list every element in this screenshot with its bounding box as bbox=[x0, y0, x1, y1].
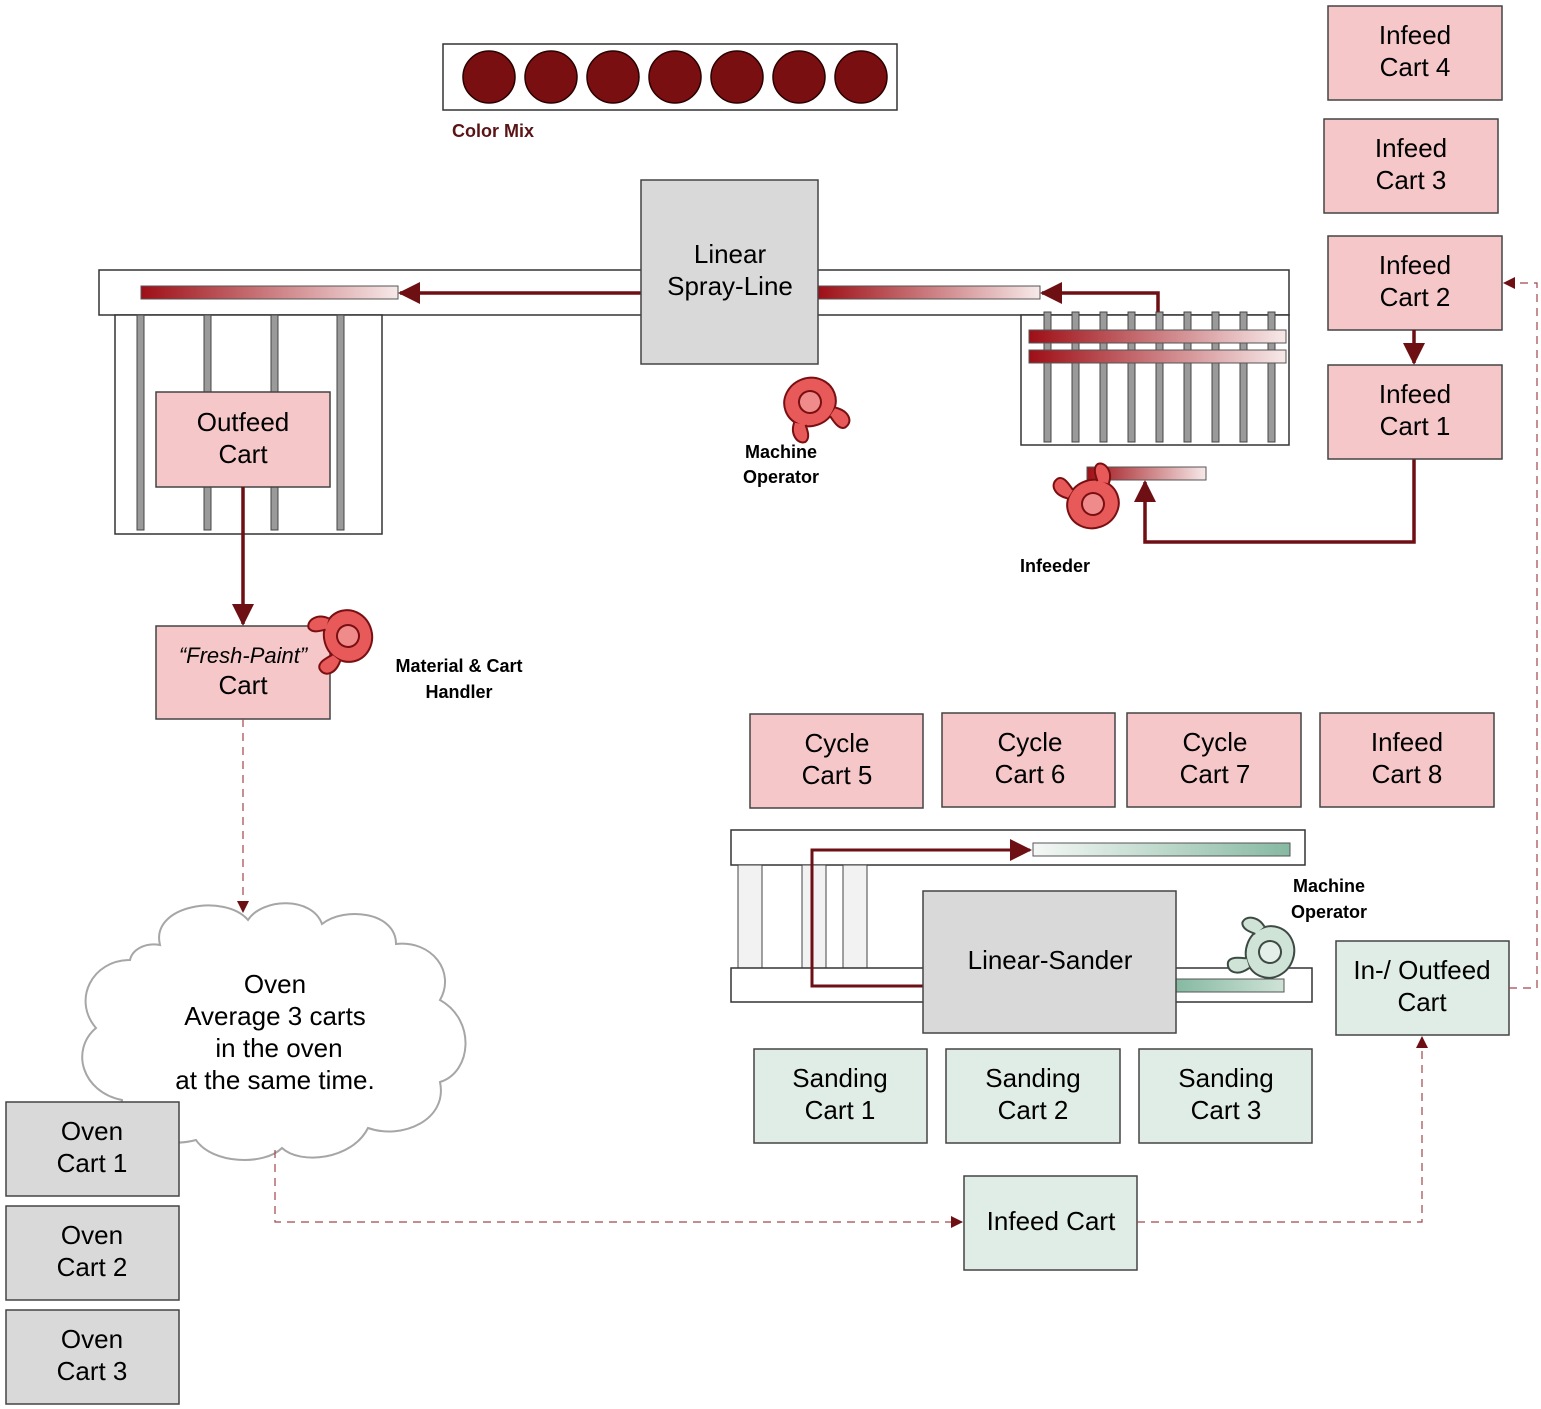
in-outfeed-cart-line1: In-/ Outfeed bbox=[1353, 955, 1490, 985]
cycle-cart-6: Cycle Cart 6 bbox=[941, 712, 1116, 808]
infeeder-station: Infeeder bbox=[1020, 458, 1416, 576]
infeed-cart-3: Infeed Cart 3 bbox=[1323, 118, 1499, 214]
color-dot bbox=[772, 50, 826, 104]
cycle-cart-7-line2: Cart 7 bbox=[1180, 759, 1251, 789]
sanding-cart-3-line2: Cart 3 bbox=[1191, 1095, 1262, 1125]
sanding-cart-3: Sanding Cart 3 bbox=[1138, 1048, 1313, 1144]
in-outfeed-cart: In-/ Outfeed Cart bbox=[1335, 940, 1510, 1036]
infeed-cart-1: Infeed Cart 1 bbox=[1327, 364, 1503, 460]
infeeder-label: Infeeder bbox=[1020, 556, 1090, 576]
oven-cart-2: Oven Cart 2 bbox=[5, 1205, 180, 1301]
color-mix-panel: Color Mix bbox=[442, 43, 898, 141]
outfeed-cart-line1: Outfeed bbox=[197, 407, 290, 437]
cycle-cart-7-line1: Cycle bbox=[1182, 727, 1247, 757]
machine-operator-top: Machine Operator bbox=[743, 367, 853, 487]
infeed-cart-4-line1: Infeed bbox=[1379, 20, 1451, 50]
spray-line-machine: Linear Spray-Line bbox=[640, 179, 819, 365]
fresh-paint-cart: “Fresh-Paint” Cart bbox=[155, 625, 331, 720]
outfeed-to-infeed2-arrow bbox=[1503, 277, 1538, 989]
color-dot bbox=[462, 50, 516, 104]
oven-cloud: Oven Average 3 carts in the oven at the … bbox=[81, 902, 467, 1161]
sander-label: Linear-Sander bbox=[968, 945, 1133, 975]
material-handler-line2: Handler bbox=[425, 682, 492, 702]
infeed-cart-8-line2: Cart 8 bbox=[1372, 759, 1443, 789]
infeed-cart-1-line1: Infeed bbox=[1379, 379, 1451, 409]
infeed-cart-2: Infeed Cart 2 bbox=[1327, 235, 1503, 331]
oven-cart-1: Oven Cart 1 bbox=[5, 1101, 180, 1197]
sanding-cart-1-line1: Sanding bbox=[792, 1063, 887, 1093]
infeed-cart-3-line2: Cart 3 bbox=[1376, 165, 1447, 195]
oven-cart-2-line1: Oven bbox=[61, 1220, 123, 1250]
machine-operator-bottom-line2: Operator bbox=[1291, 902, 1367, 922]
machine-operator-top-line1: Machine bbox=[745, 442, 817, 462]
operator-icon bbox=[776, 367, 853, 446]
cycle-cart-6-line2: Cart 6 bbox=[995, 759, 1066, 789]
linear-sander: Linear-Sander bbox=[922, 890, 1177, 1034]
material-handler: Material & Cart Handler bbox=[305, 603, 523, 702]
cycle-cart-5-line1: Cycle bbox=[804, 728, 869, 758]
fresh-paint-cart-line2: Cart bbox=[218, 670, 268, 700]
infeed-rack bbox=[1020, 311, 1290, 446]
infeed-cart-8: Infeed Cart 8 bbox=[1319, 712, 1495, 808]
oven-line4: at the same time. bbox=[175, 1065, 374, 1095]
sanding-cart-3-line1: Sanding bbox=[1178, 1063, 1273, 1093]
color-dot bbox=[524, 50, 578, 104]
infeed-cart-bottom: Infeed Cart bbox=[963, 1175, 1138, 1271]
sanding-cart-2-line2: Cart 2 bbox=[998, 1095, 1069, 1125]
oven-cart-3-line2: Cart 3 bbox=[57, 1356, 128, 1386]
oven-cart-2-line2: Cart 2 bbox=[57, 1252, 128, 1282]
oven-cart-3: Oven Cart 3 bbox=[5, 1309, 180, 1405]
oven-cart-1-line2: Cart 1 bbox=[57, 1148, 128, 1178]
infeed-to-outfeed-arrow bbox=[1137, 1036, 1428, 1223]
color-mix-dots bbox=[462, 50, 888, 104]
color-mix-label: Color Mix bbox=[452, 121, 534, 141]
cycle-cart-5-line2: Cart 5 bbox=[802, 760, 873, 790]
sanding-cart-2: Sanding Cart 2 bbox=[945, 1048, 1121, 1144]
fresh-paint-cart-line1: “Fresh-Paint” bbox=[179, 643, 309, 668]
color-dot bbox=[586, 50, 640, 104]
spray-line-label-line1: Linear bbox=[694, 239, 767, 269]
cycle-cart-5: Cycle Cart 5 bbox=[749, 713, 924, 809]
infeed-cart-4-line2: Cart 4 bbox=[1380, 52, 1451, 82]
infeed-cart-1-line2: Cart 1 bbox=[1380, 411, 1451, 441]
machine-operator-bottom-line1: Machine bbox=[1293, 876, 1365, 896]
color-dot bbox=[834, 50, 888, 104]
infeed-cart-3-line1: Infeed bbox=[1375, 133, 1447, 163]
color-dot bbox=[710, 50, 764, 104]
oven-line1: Oven bbox=[244, 969, 306, 999]
oven-line3: in the oven bbox=[215, 1033, 342, 1063]
oven-line2: Average 3 carts bbox=[184, 1001, 366, 1031]
spray-line-label-line2: Spray-Line bbox=[667, 271, 793, 301]
cycle-cart-6-line1: Cycle bbox=[997, 727, 1062, 757]
infeed-cart-2-line2: Cart 2 bbox=[1380, 282, 1451, 312]
outfeed-cart: Outfeed Cart bbox=[155, 391, 331, 488]
infeed-cart-2-line1: Infeed bbox=[1379, 250, 1451, 280]
oven-cart-1-line1: Oven bbox=[61, 1116, 123, 1146]
color-dot bbox=[648, 50, 702, 104]
machine-operator-bottom: Machine Operator bbox=[1224, 876, 1367, 991]
infeed-cart-4: Infeed Cart 4 bbox=[1327, 5, 1503, 101]
material-handler-line1: Material & Cart bbox=[395, 656, 522, 676]
infeed-cart-8-line1: Infeed bbox=[1371, 727, 1443, 757]
oven-cart-3-line1: Oven bbox=[61, 1324, 123, 1354]
in-outfeed-cart-line2: Cart bbox=[1397, 987, 1447, 1017]
sanding-cart-1-line2: Cart 1 bbox=[805, 1095, 876, 1125]
oven-to-infeed-arrow bbox=[274, 1150, 963, 1228]
sanding-cart-2-line1: Sanding bbox=[985, 1063, 1080, 1093]
sanding-cart-1: Sanding Cart 1 bbox=[753, 1048, 928, 1144]
infeed-cart-bottom-label: Infeed Cart bbox=[987, 1206, 1116, 1236]
machine-operator-top-line2: Operator bbox=[743, 467, 819, 487]
outfeed-cart-line2: Cart bbox=[218, 439, 268, 469]
cycle-cart-7: Cycle Cart 7 bbox=[1126, 712, 1302, 808]
